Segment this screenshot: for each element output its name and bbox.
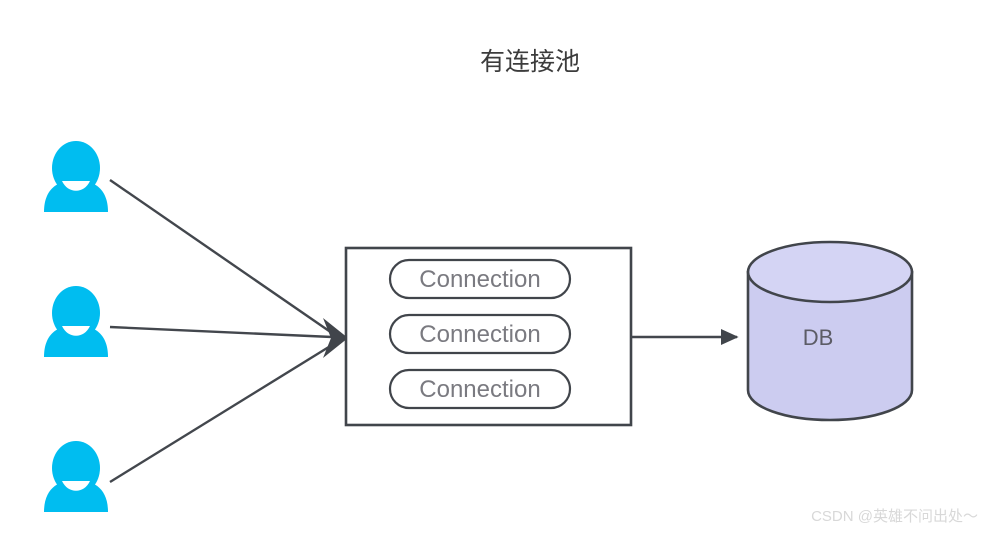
client-icon-1[interactable] xyxy=(44,141,108,212)
user-icon-collar xyxy=(62,326,90,336)
database-top-ellipse xyxy=(746,240,914,304)
pool-inbound-arrowhead xyxy=(323,318,348,358)
connection-pill-shape xyxy=(388,258,572,300)
edge-client2-to-pool xyxy=(109,325,333,339)
user-icon-collar xyxy=(62,481,90,491)
connection-pill-shape xyxy=(388,368,572,410)
connection-pill-label: Connection xyxy=(419,321,540,348)
client-icon-2[interactable] xyxy=(44,286,108,357)
connection-pill-label: Connection xyxy=(419,266,540,293)
database-body xyxy=(746,270,914,422)
user-icon-collar xyxy=(62,181,90,191)
edge-client1-to-pool xyxy=(109,179,333,334)
connection-pill-shape xyxy=(388,313,572,355)
connection-pill-1[interactable]: Connection xyxy=(388,258,572,300)
connection-pill-3[interactable]: Connection xyxy=(388,368,572,410)
watermark: CSDN @英雄不问出处～ xyxy=(811,507,978,525)
user-icon-body xyxy=(44,325,108,357)
database-label: DB xyxy=(803,325,834,350)
user-icon-body xyxy=(44,180,108,212)
connection-pill-2[interactable]: Connection xyxy=(388,313,572,355)
database-cylinder[interactable]: DB xyxy=(746,240,914,422)
edge-client3-to-pool xyxy=(109,343,333,484)
connection-pill-label: Connection xyxy=(419,376,540,403)
client-icon-3[interactable] xyxy=(44,441,108,512)
page-title: 有连接池 xyxy=(480,48,580,76)
user-icon-body xyxy=(44,480,108,512)
